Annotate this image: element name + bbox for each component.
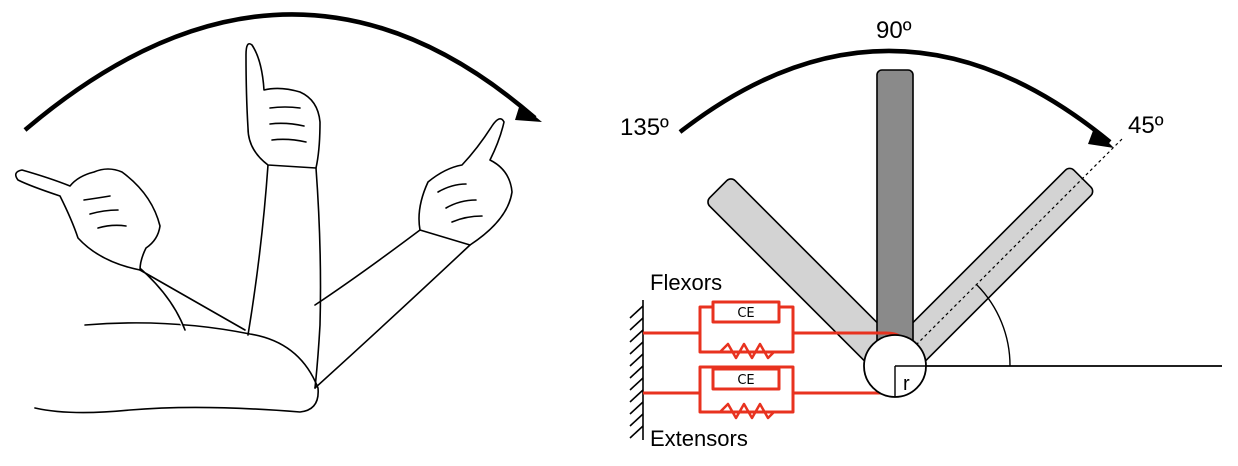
segment-90-dark [876,69,914,367]
forearm-90-outline [247,164,322,389]
radius-label: r [903,373,910,395]
hand-135-pointing [14,168,161,271]
hand-90-knuckles [269,106,307,143]
joint-angle-arc [976,284,1011,367]
hand-135-knuckles [83,195,127,229]
angle-label-45: 45º [1128,112,1164,139]
angle-label-135: 135º [620,114,669,141]
motion-arc-arrow [23,12,537,132]
model-arc-arrow [678,48,1112,144]
mechanical-model-panel: 90º 135º 45º Flexors Ext [620,17,1222,451]
forearm-135-outline [124,255,246,331]
forearm-45-outline [314,229,471,389]
hand-90-pointing [245,42,321,169]
angle-label-90: 90º [876,17,912,44]
fixed-wall [629,300,644,440]
upper-arm-outline [34,322,319,414]
extensors-label: Extensors [650,426,748,451]
arm-illustration-panel [14,12,542,414]
flexor-ce-label: CE [737,306,754,321]
hand-45-pointing [418,118,513,246]
flexor-muscle-model [643,300,908,360]
motion-arc-arrowhead [515,104,542,122]
hand-45-knuckles [437,183,483,223]
model-arc-arrowhead [1088,128,1114,148]
extensor-ce-label: CE [737,373,754,388]
flexors-label: Flexors [650,270,722,295]
